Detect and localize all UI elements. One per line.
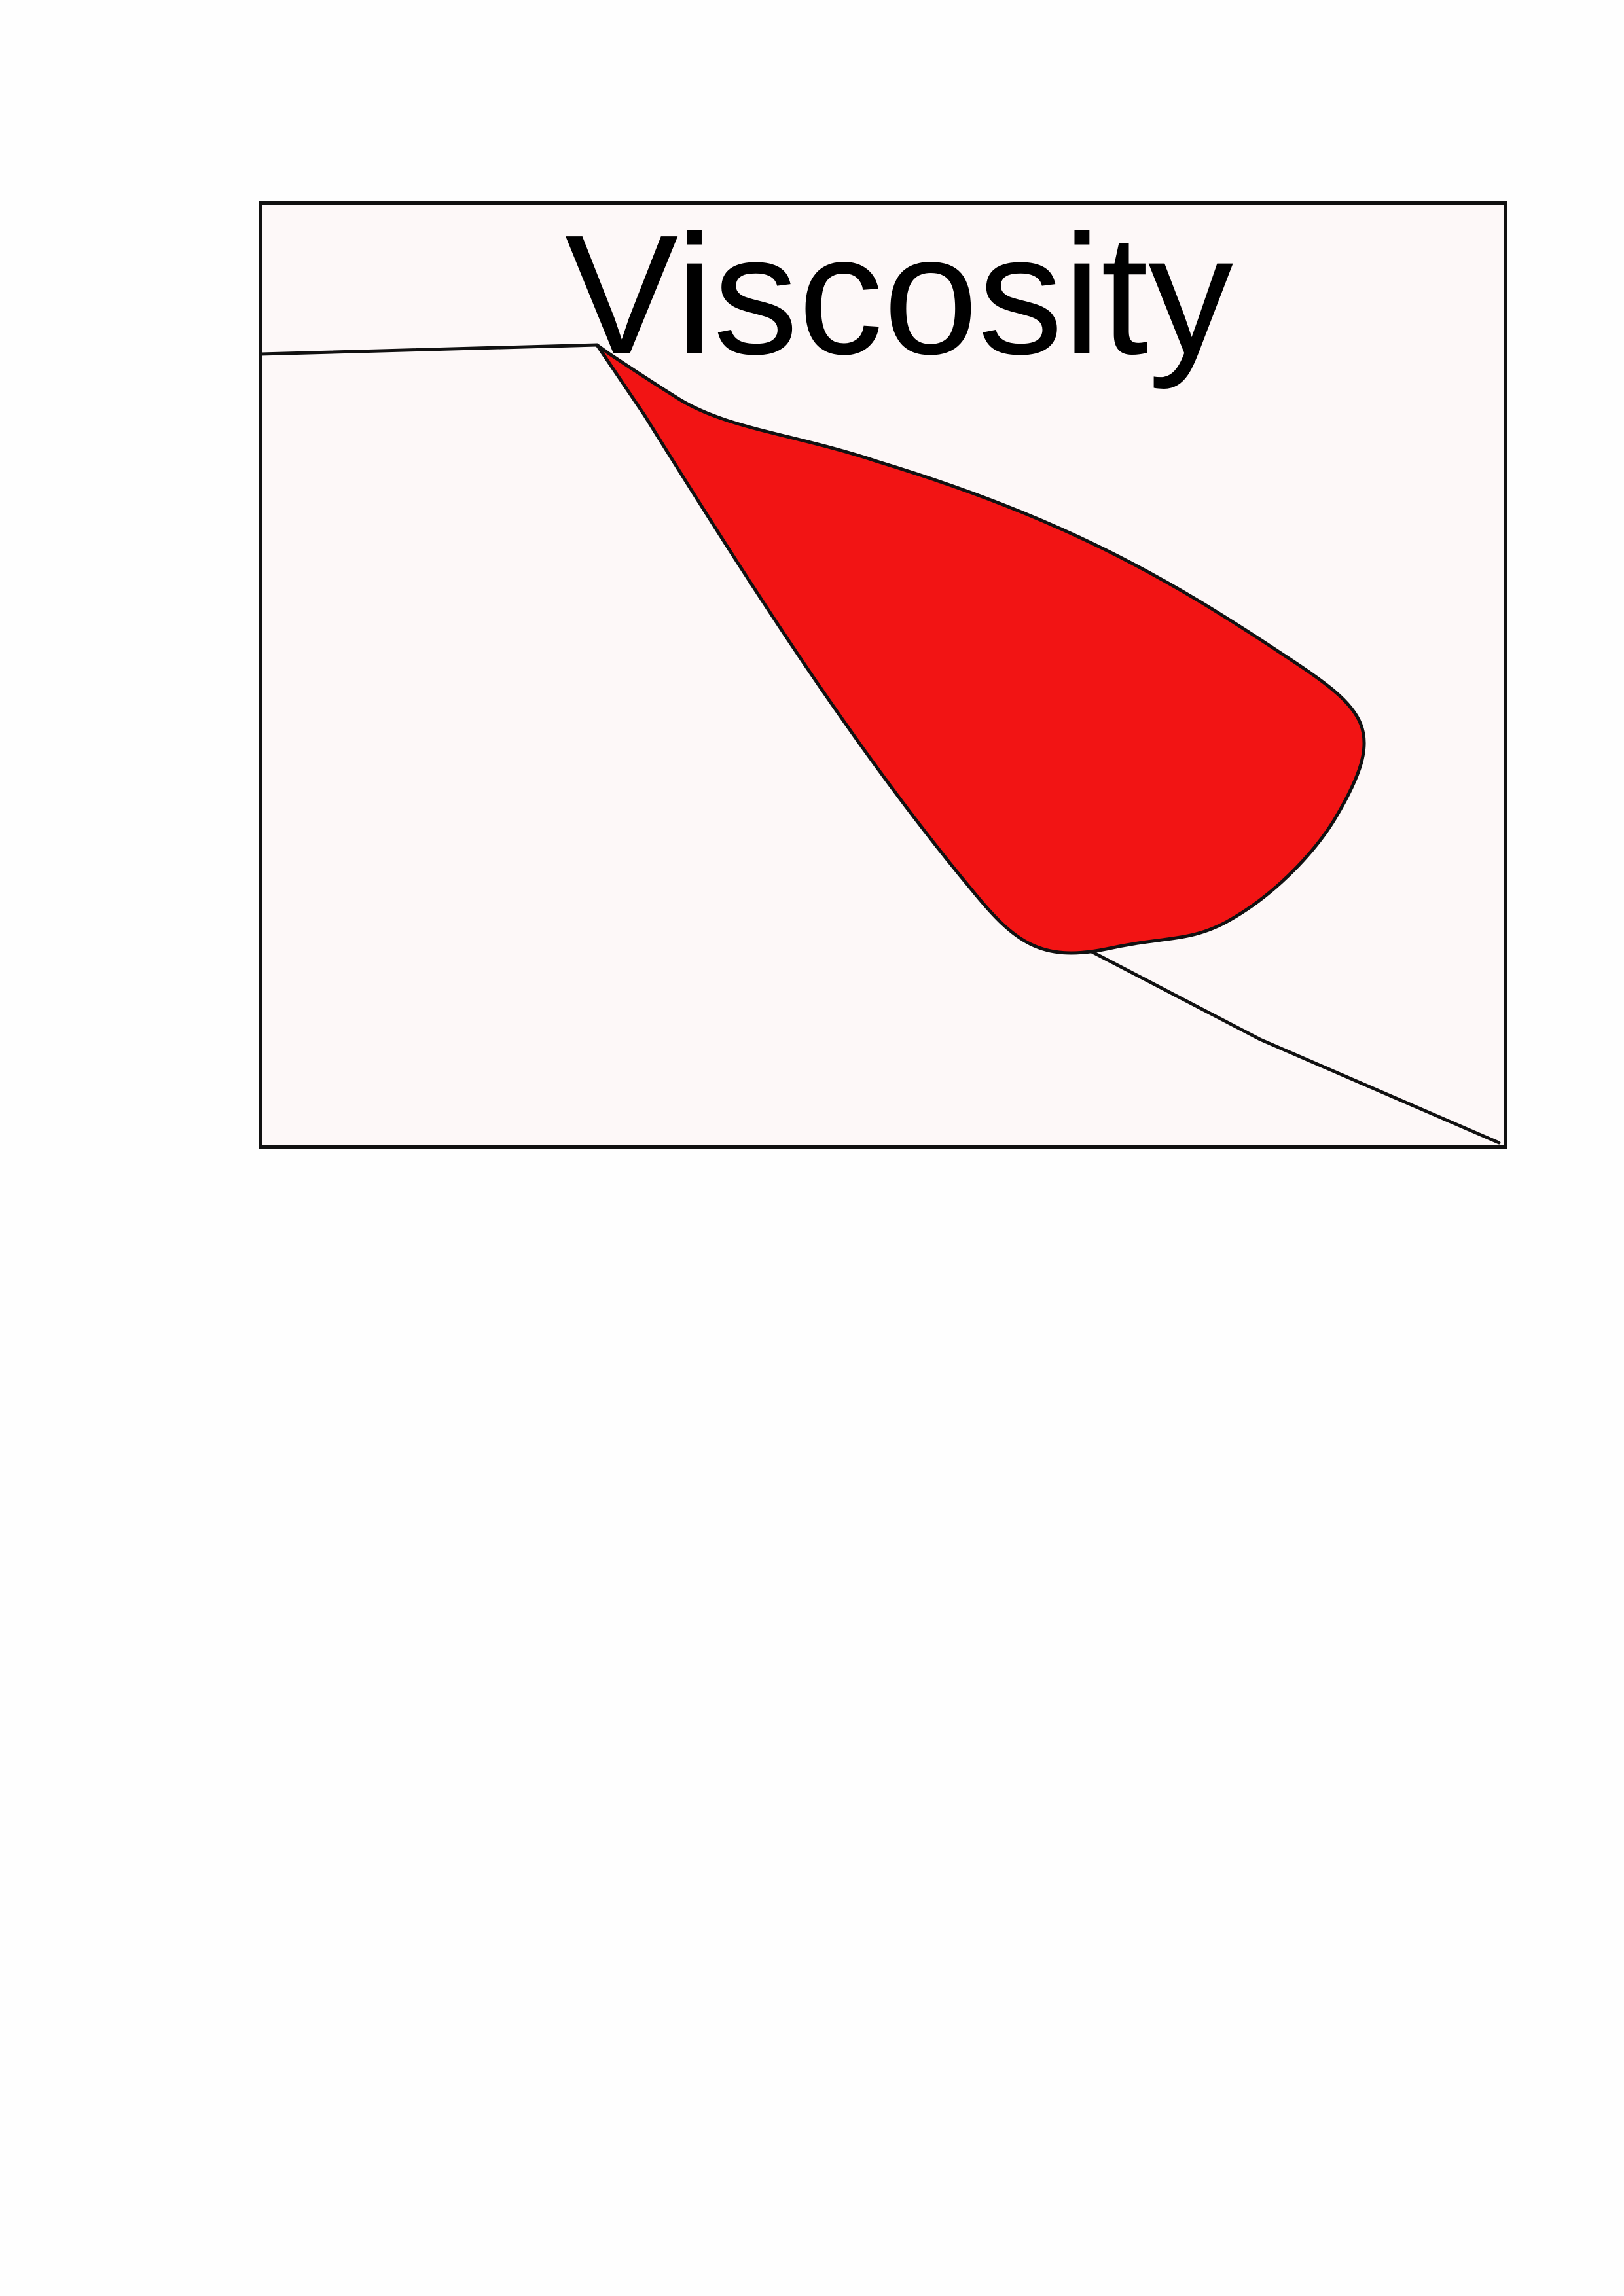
red-blob-region — [595, 343, 1366, 955]
lower-right-line — [1085, 947, 1501, 1145]
diagram-title: Viscosity — [565, 200, 1233, 391]
